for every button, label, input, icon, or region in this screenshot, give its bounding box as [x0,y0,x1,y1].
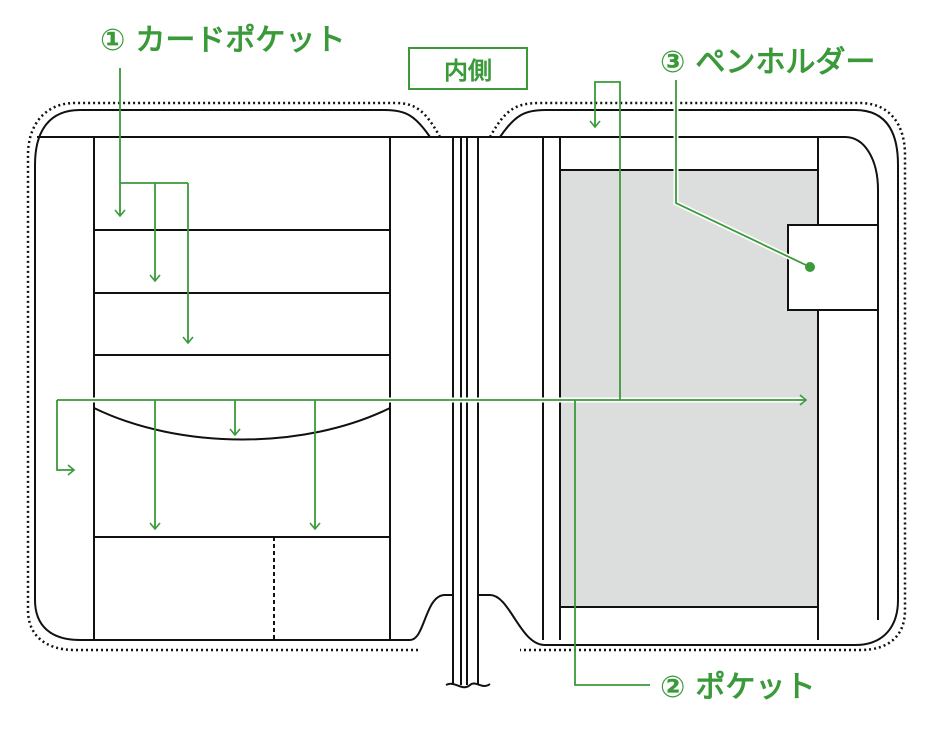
zipper-outline-right [488,101,907,652]
inside-label-box [408,47,528,90]
pen-holder-marker [805,262,815,272]
pocket-panel [559,169,819,608]
left-cover [34,109,453,641]
right-cover [478,109,899,646]
zipper-outline-left [26,101,442,652]
pen-holder [787,224,879,311]
inside-label: 内側 [444,57,492,85]
